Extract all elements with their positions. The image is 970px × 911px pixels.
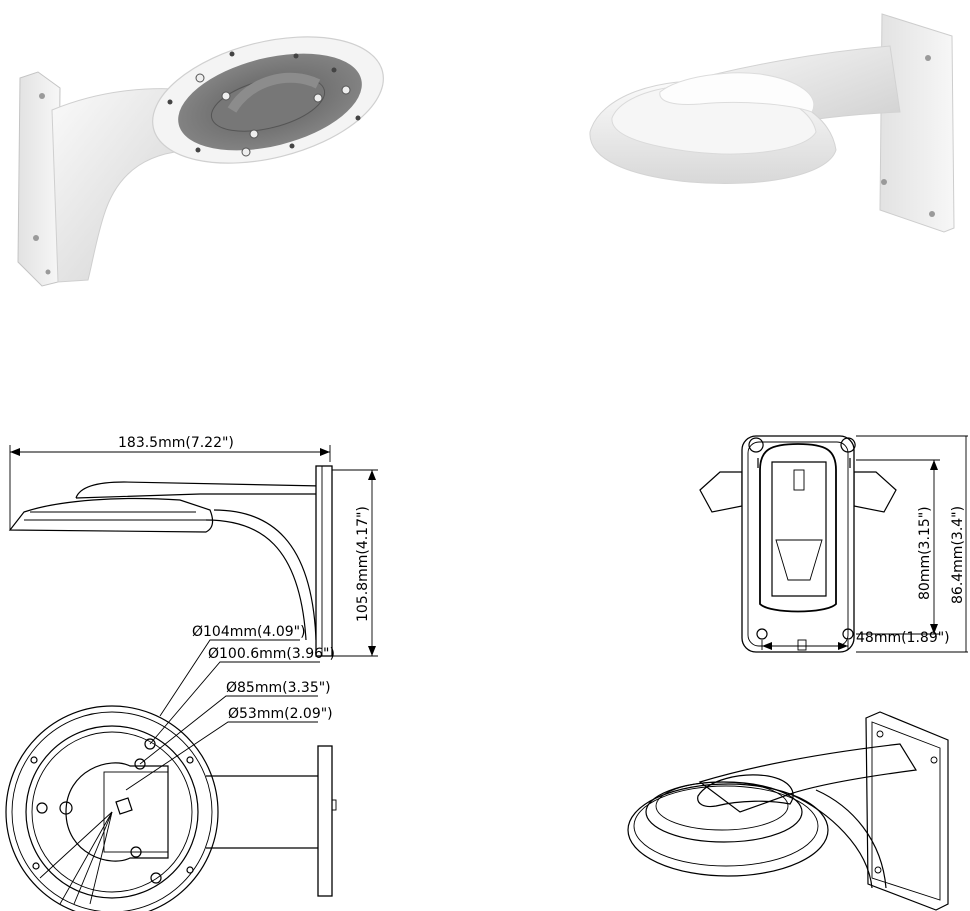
dia-outer-label: Ø104mm(4.09") [192, 624, 306, 640]
dia-bolt-label: Ø100.6mm(3.96") [208, 646, 335, 662]
dia-inner-label: Ø85mm(3.35") [226, 680, 331, 696]
plate-height-label: 86.4mm(3.4") [950, 506, 966, 604]
hole-horizontal-label: 48mm(1.89") [856, 630, 950, 646]
bracket-photo-bottom-view [589, 13, 955, 233]
hole-vertical-label: 80mm(3.15") [917, 506, 933, 600]
isometric-line-drawing [627, 711, 949, 911]
dia-hub-label: Ø53mm(2.09") [228, 706, 333, 722]
length-label: 183.5mm(7.22") [118, 435, 234, 451]
plan-view-drawing: Ø104mm(4.09") Ø100.6mm(3.96") Ø85mm(3.35… [5, 624, 337, 911]
rear-plate-drawing: 80mm(3.15") 86.4mm(3.4") 48mm(1.89") [699, 435, 968, 653]
bracket-photo-top-view [17, 36, 384, 287]
side-view-drawing: 183.5mm(7.22") 105.8mm(4.17") [8, 435, 378, 657]
height-label: 105.8mm(4.17") [355, 506, 371, 622]
